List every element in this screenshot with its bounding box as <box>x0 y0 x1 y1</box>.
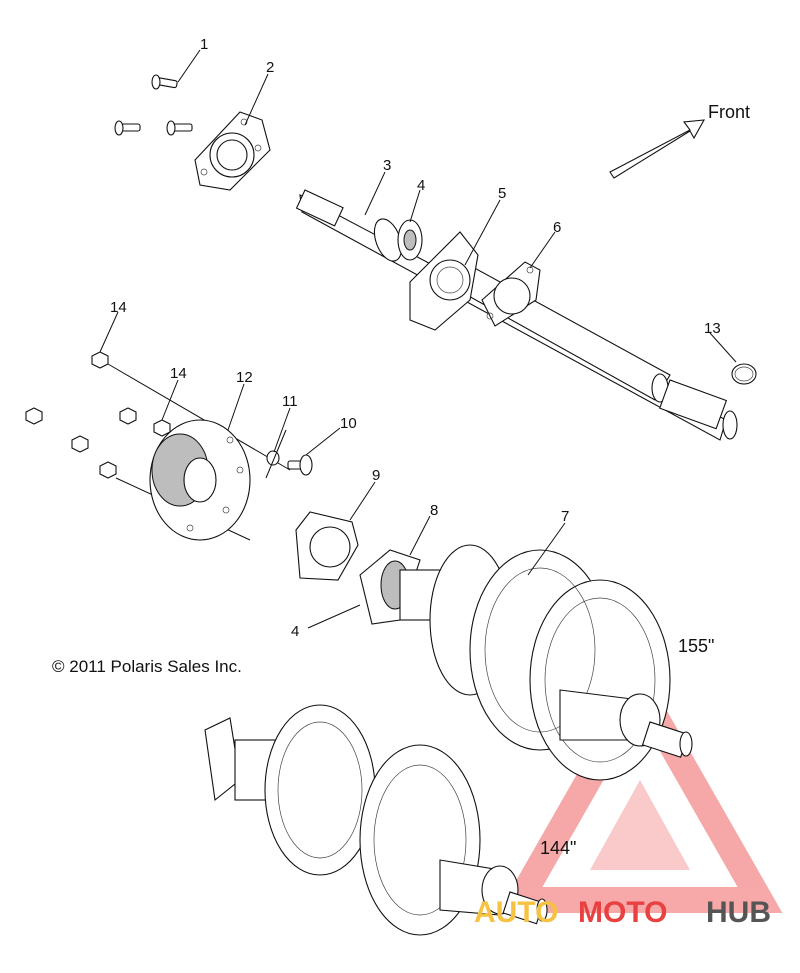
callout-13: 13 <box>704 320 721 337</box>
callout-3: 3 <box>383 157 391 174</box>
bearing-housing-part-5 <box>409 231 479 331</box>
callout-1: 1 <box>200 36 208 53</box>
gasket-part-9 <box>295 511 359 581</box>
callout-8: 8 <box>430 502 438 519</box>
leader-lines <box>99 49 737 629</box>
o-ring-part-13 <box>731 363 757 385</box>
watermark-part1: AUTO <box>474 896 558 929</box>
drive-shaft-part-3 <box>295 189 738 441</box>
washer-part-11 <box>265 429 287 479</box>
front-arrow <box>609 119 705 179</box>
drive-sprocket-155-part-7 <box>399 544 693 781</box>
bolt-part-1 <box>114 74 193 136</box>
watermark-part3: HUB <box>706 896 771 929</box>
flange-plate-part-2 <box>194 111 271 191</box>
watermark-part2: MOTO <box>578 896 667 929</box>
callout-12: 12 <box>236 369 253 386</box>
copyright-text: © 2011 Polaris Sales Inc. <box>52 657 242 676</box>
drive-sprocket-144 <box>204 704 548 936</box>
flange-part-6 <box>481 261 541 327</box>
watermark-logo <box>497 663 783 913</box>
callout-9: 9 <box>372 467 380 484</box>
bearing-part-4 <box>397 219 423 261</box>
callout-2: 2 <box>266 59 274 76</box>
pin-part-10 <box>287 454 313 476</box>
callout-14a: 14 <box>110 299 127 316</box>
nuts-part-14 <box>25 351 171 479</box>
callout-6: 6 <box>553 219 561 236</box>
callout-5: 5 <box>498 185 506 202</box>
callout-4a: 4 <box>417 177 425 194</box>
watermark-text: AUTO MOTO HUB <box>474 896 771 929</box>
callout-7: 7 <box>561 508 569 525</box>
hub-plate-part-12 <box>149 419 251 541</box>
callout-14b: 14 <box>170 365 187 382</box>
variant-144-label: 144" <box>540 838 576 858</box>
callout-numbers: 1 2 3 4 5 6 13 14 14 12 11 10 9 8 7 4 <box>110 36 721 640</box>
front-label: Front <box>708 102 750 122</box>
callout-11: 11 <box>282 393 298 410</box>
variant-155-label: 155" <box>678 636 714 656</box>
callout-4b: 4 <box>291 623 299 640</box>
callout-10: 10 <box>340 415 357 432</box>
